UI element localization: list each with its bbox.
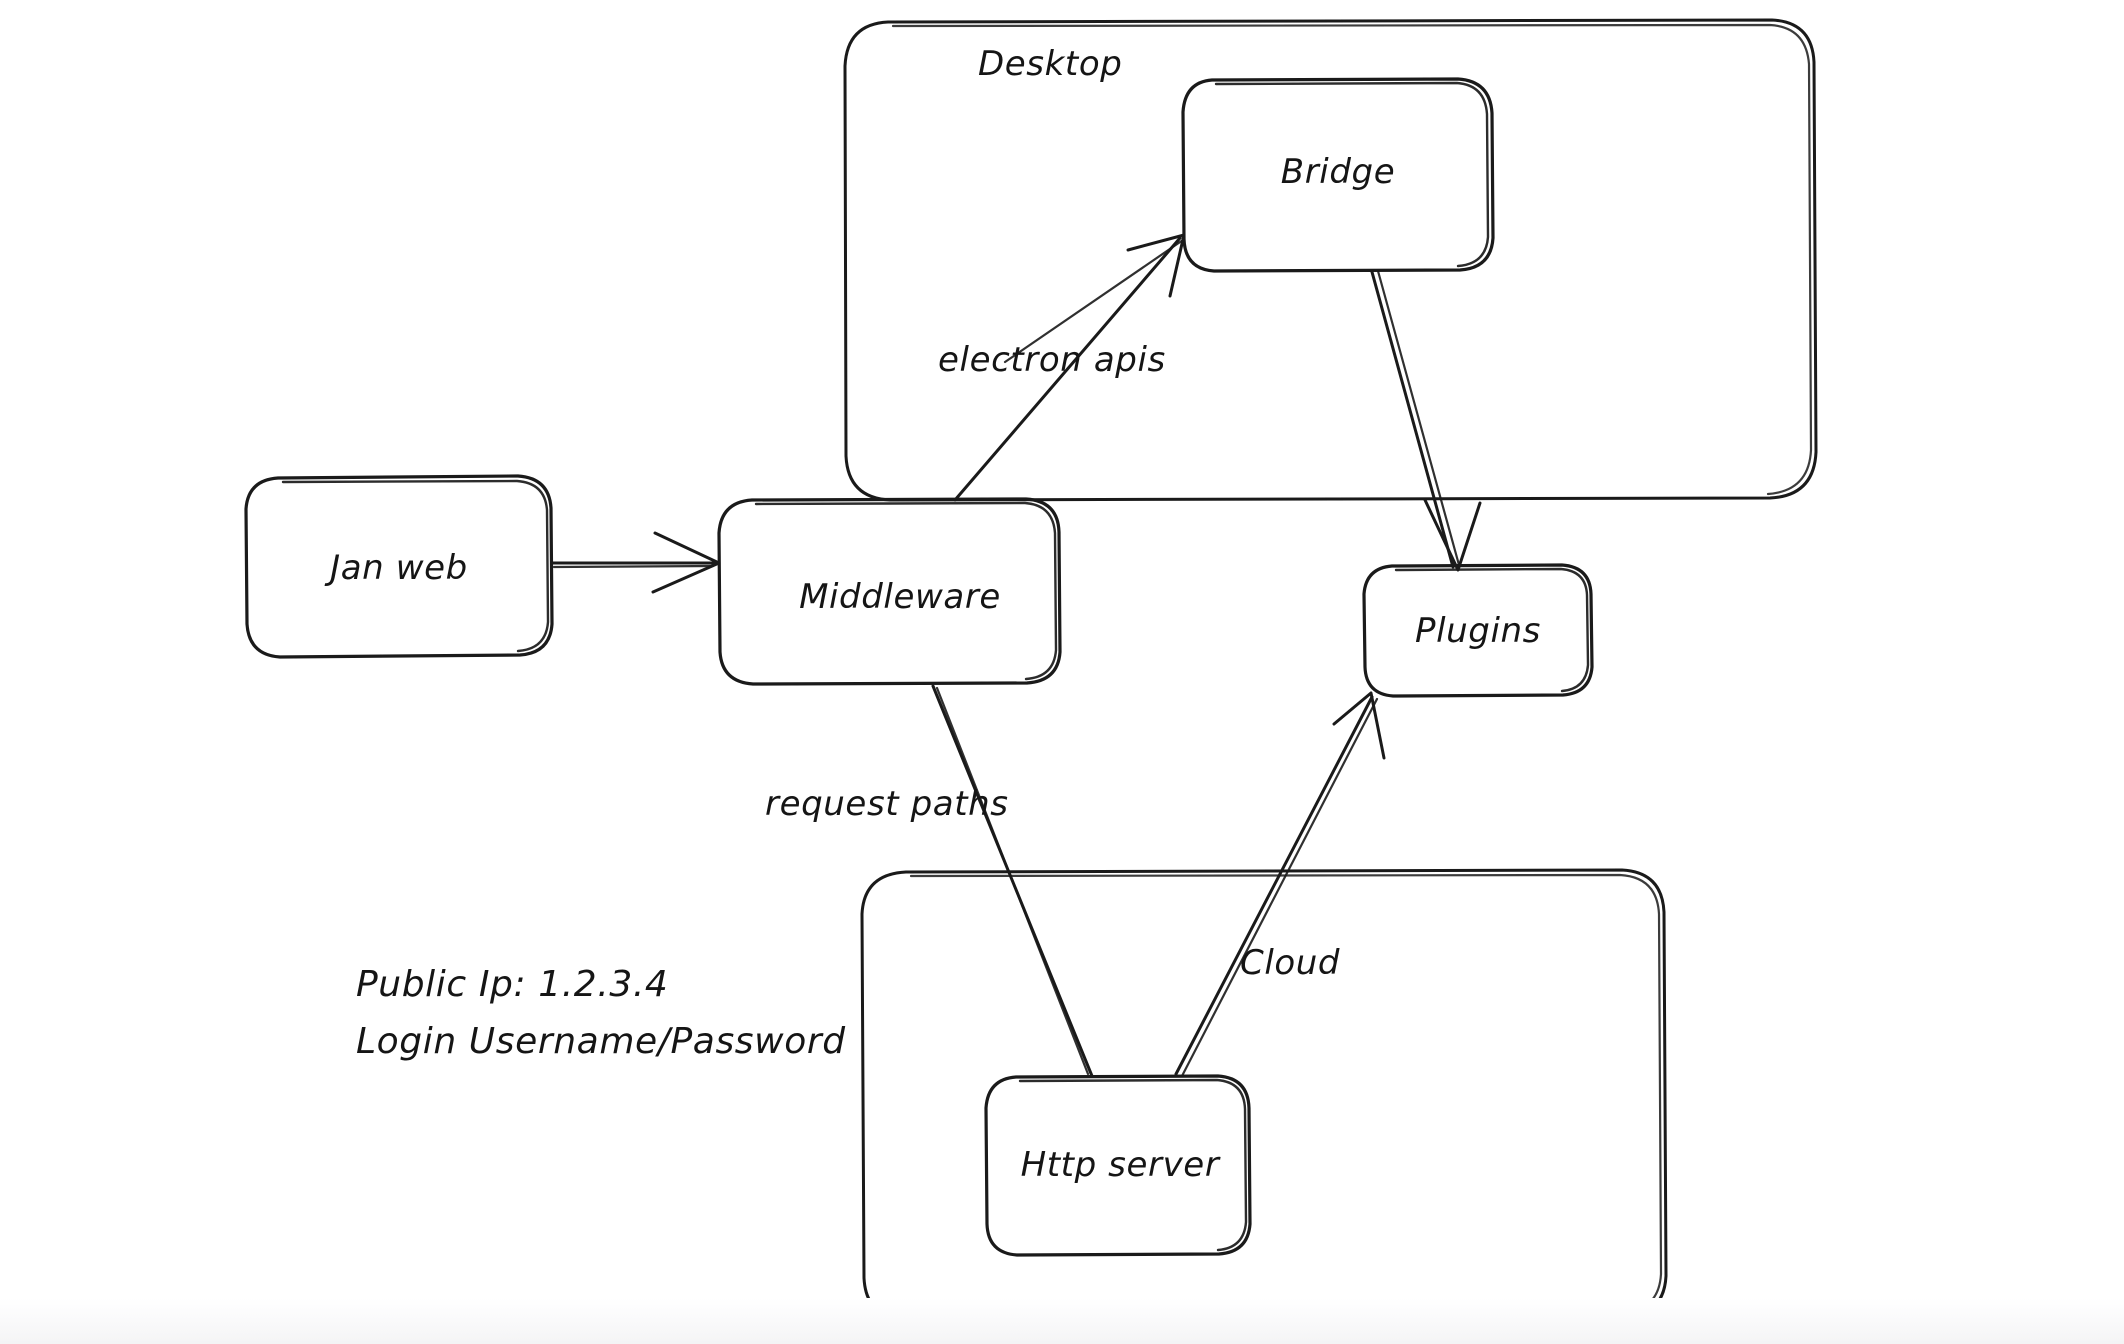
edge-janweb-to-middleware [550,531,721,594]
edge-label-request-paths: request paths [765,784,1009,824]
node-label-jan-web[interactable]: Jan web [330,548,468,588]
edge-middleware-to-bridge [953,233,1186,502]
node-http-server-shape [984,1074,1252,1257]
node-label-http-server[interactable]: Http server [1020,1145,1220,1185]
edge-bridge-to-plugins [1370,269,1482,572]
edge-label-electron-apis: electron apis [938,340,1166,380]
node-middleware-shape [717,497,1062,686]
node-bridge-shape [1181,77,1495,273]
edge-httpserver-to-plugins [1174,691,1386,1078]
note-login-credentials: Login Username/Password [356,1021,846,1062]
node-label-plugins[interactable]: Plugins [1415,611,1541,651]
edge-httpserver-to-middleware [931,684,1094,1078]
node-label-bridge[interactable]: Bridge [1280,152,1396,192]
note-public-ip: Public Ip: 1.2.3.4 [356,964,669,1005]
container-desktop [843,18,1818,502]
node-jan-web-shape [244,474,554,659]
container-cloud [860,868,1668,1322]
node-plugins-shape [1362,563,1594,698]
container-label-cloud: Cloud [1240,943,1341,983]
container-label-desktop: Desktop [978,44,1123,84]
node-label-middleware[interactable]: Middleware [799,577,1001,617]
